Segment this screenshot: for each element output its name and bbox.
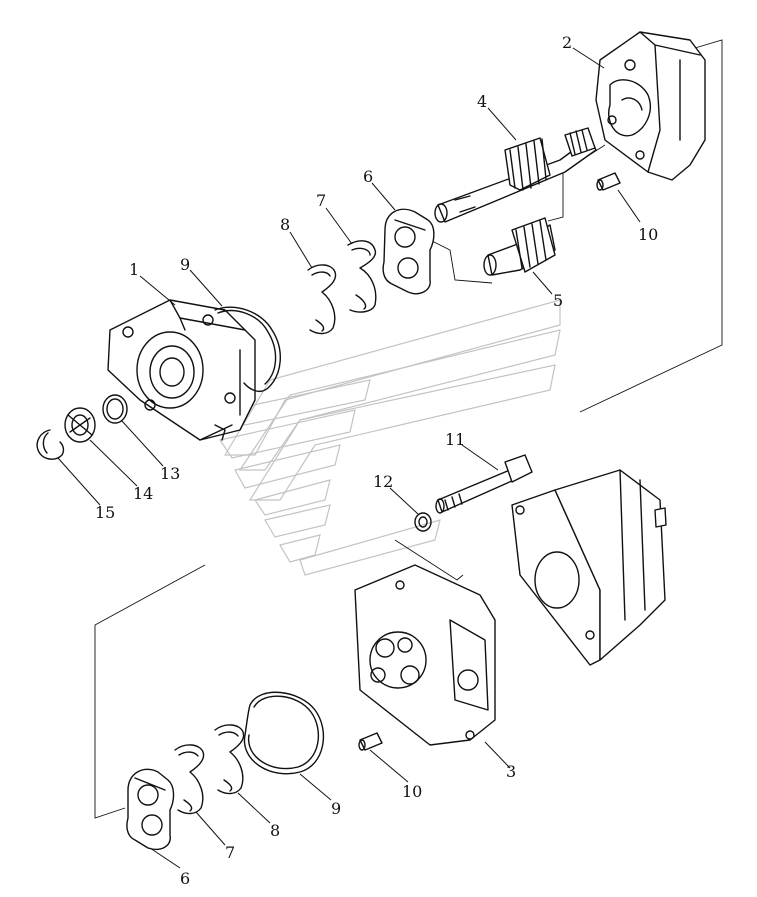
seal-part-7-top xyxy=(347,240,377,313)
callout-5: 5 xyxy=(553,291,563,310)
callout-15: 15 xyxy=(95,503,115,522)
callout-labels: 2 4 6 7 8 1 9 10 5 11 12 13 14 15 3 10 9… xyxy=(95,33,658,888)
bushing-plate-part-6-bottom xyxy=(126,768,175,851)
callout-8-top: 8 xyxy=(280,215,290,234)
bushing-plate-part-6-top xyxy=(382,208,435,295)
backup-ring-part-8-bottom xyxy=(214,724,245,795)
washer-part-12 xyxy=(414,512,432,532)
o-ring-part-9-bottom xyxy=(243,691,325,775)
callout-9-bottom: 9 xyxy=(331,799,341,818)
snap-ring-part-15 xyxy=(36,429,65,460)
oil-seal-part-14 xyxy=(64,407,96,443)
washer-part-13 xyxy=(102,394,128,424)
front-cover-part-1 xyxy=(107,299,256,441)
assembled-pump xyxy=(511,469,667,666)
callout-6-bottom: 6 xyxy=(180,869,190,888)
callout-3: 3 xyxy=(506,762,516,781)
callout-4: 4 xyxy=(477,92,487,111)
callout-8-bottom: 8 xyxy=(270,821,280,840)
driven-gear-part-5 xyxy=(483,217,556,276)
drive-gear-shaft-part-4 xyxy=(434,127,597,223)
callout-7-top: 7 xyxy=(316,191,326,210)
callout-1: 1 xyxy=(129,260,139,279)
callout-7-bottom: 7 xyxy=(225,843,235,862)
dowel-pin-part-10-bottom xyxy=(358,732,383,751)
callout-2: 2 xyxy=(562,33,572,52)
backup-ring-part-8-top xyxy=(307,264,337,335)
callout-13: 13 xyxy=(160,464,180,483)
callout-11: 11 xyxy=(445,430,465,449)
callout-6-top: 6 xyxy=(363,167,373,186)
callout-10-bottom: 10 xyxy=(402,782,422,801)
gear-housing-part-2 xyxy=(595,31,706,181)
o-ring-part-9-top xyxy=(214,306,281,393)
watermark-logo xyxy=(219,299,561,576)
rear-cover-part-3 xyxy=(354,564,496,746)
bolt-part-11 xyxy=(435,454,533,514)
leader-lines xyxy=(57,47,641,869)
dowel-pin-part-10-top xyxy=(596,172,621,191)
callout-10-top: 10 xyxy=(638,225,658,244)
callout-12: 12 xyxy=(373,472,393,491)
callout-14: 14 xyxy=(133,484,153,503)
seal-part-7-bottom xyxy=(174,744,205,815)
callout-9-top: 9 xyxy=(180,255,190,274)
